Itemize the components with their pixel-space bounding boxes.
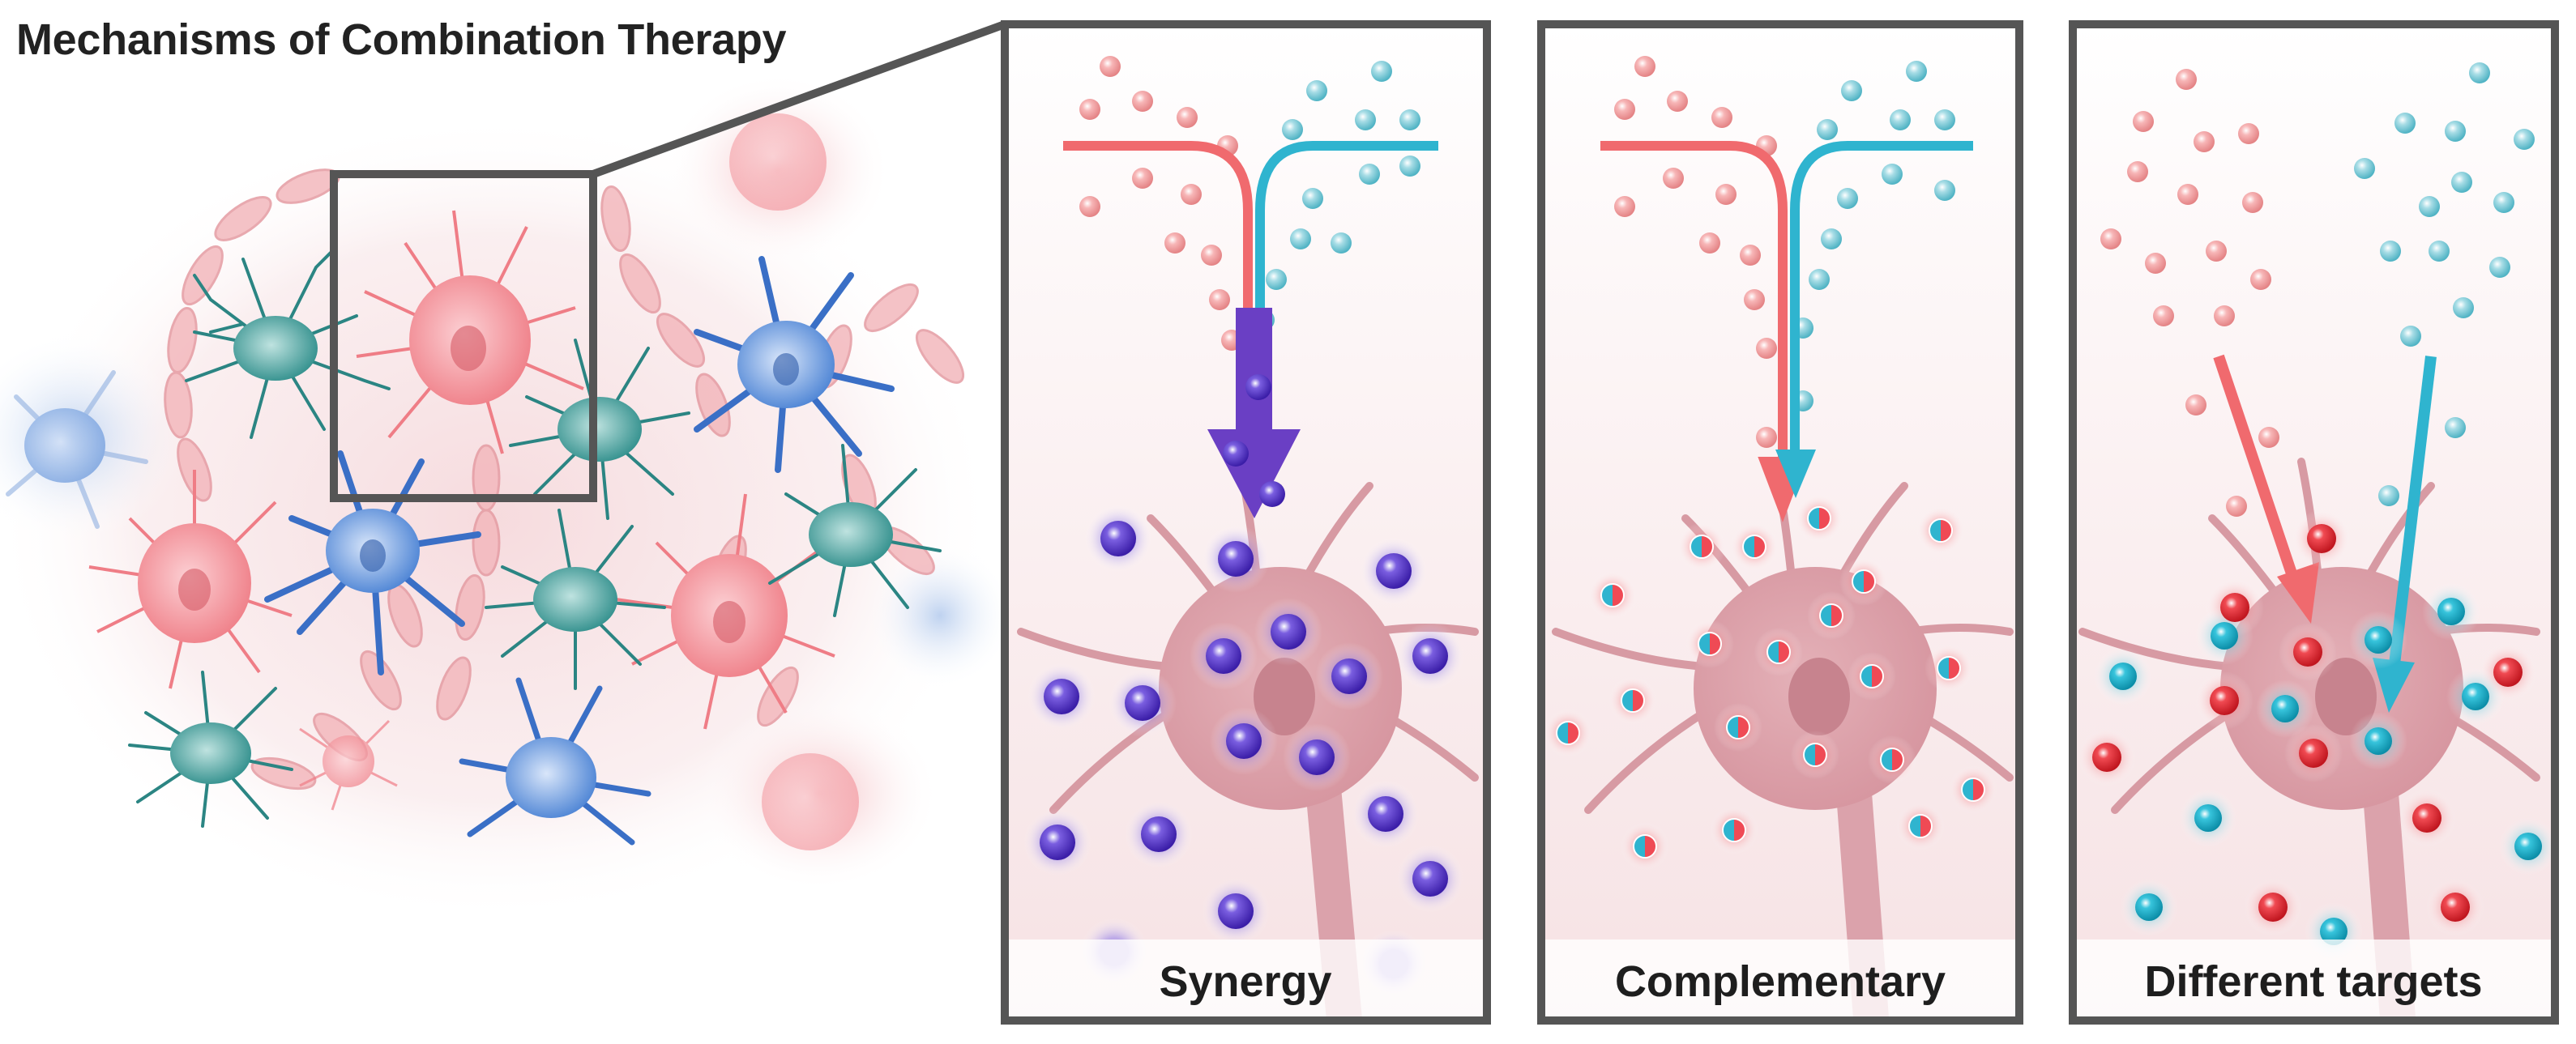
microglia-cell [768, 444, 942, 617]
panel-label-synergy: Synergy [1159, 957, 1331, 1006]
panel-label-complementary: Complementary [1615, 957, 1946, 1006]
astrocyte-cell [694, 256, 895, 473]
astrocyte-cell [6, 370, 148, 529]
drug-a-molecules [2100, 69, 2279, 517]
microglia-cell [509, 339, 690, 520]
panel-label-different-targets: Different targets [2144, 957, 2482, 1006]
panel-different-targets: Different targets [2069, 20, 2559, 1025]
zoom-box [330, 170, 597, 502]
complementary-drug-molecules [1544, 494, 1997, 871]
neuron-cell [356, 210, 584, 454]
neuron-cell [729, 113, 859, 850]
panel-complementary: Complementary [1537, 20, 2023, 1025]
drug-b-arrow [1790, 141, 1973, 454]
microglia-cell [185, 249, 391, 439]
drug-b-molecules [2354, 62, 2535, 506]
drug-b-arrow [2389, 356, 2437, 665]
drug-a-arrow [2213, 354, 2300, 586]
brain-tissue-illustration [0, 20, 1013, 923]
synergy-arrow [1207, 308, 1301, 518]
drug-a-arrow [1063, 141, 1253, 381]
astrocyte-cell [264, 450, 481, 675]
neuron-cell [299, 719, 398, 811]
astrocyte-cell [459, 677, 651, 846]
figure-title: Mechanisms of Combination Therapy [16, 15, 787, 64]
neuron-cell [88, 470, 293, 689]
combined-drug-molecules [1023, 505, 1464, 998]
separate-drug-molecules [2078, 509, 2555, 961]
microglia-cell [485, 509, 666, 690]
microglia-cell [128, 671, 293, 828]
drug-b-arrow [1255, 141, 1438, 381]
drug-a-molecules [1614, 56, 1777, 448]
neuron-cell [615, 493, 835, 730]
zoom-connector [592, 20, 1006, 178]
panel-synergy: Synergy [1001, 20, 1491, 1025]
